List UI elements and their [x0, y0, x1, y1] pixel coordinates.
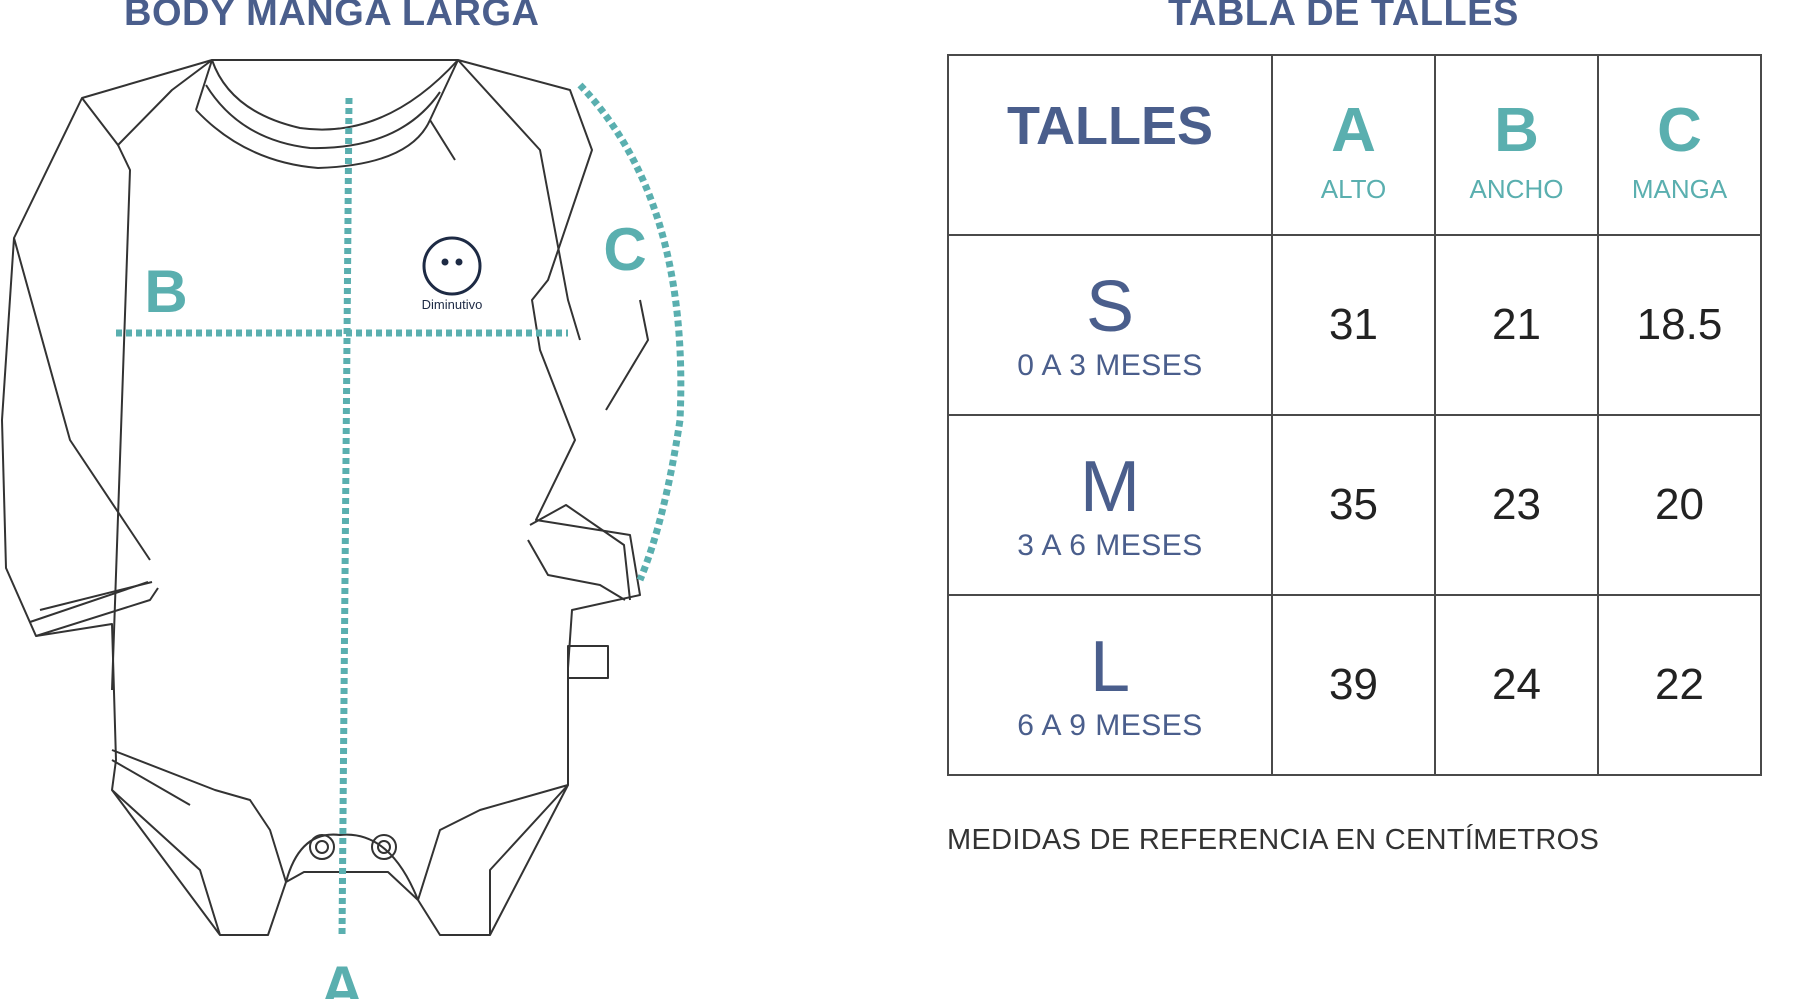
value-c: 18.5 [1597, 234, 1762, 416]
size-cell: S 0 A 3 MESES [947, 234, 1273, 416]
smiley-face-icon [422, 236, 482, 296]
label-b: B [144, 258, 187, 325]
value-c: 20 [1597, 414, 1762, 596]
header-letter-a: A [1331, 95, 1376, 165]
size-range: 3 A 6 MESES [1017, 529, 1203, 562]
header-name-c: MANGA [1631, 173, 1728, 204]
bodysuit-diagram: Diminutivo A B C [1, 59, 685, 999]
header-sizes-cell: TALLES [947, 54, 1273, 236]
size-range: 0 A 3 MESES [1017, 349, 1203, 382]
value-b: 21 [1434, 234, 1599, 416]
logo-text: Diminutivo [422, 297, 483, 312]
body-title: BODY MANGA LARGA [124, 0, 540, 34]
table-row: L 6 A 9 MESES 39 24 22 [947, 594, 1762, 776]
value-a: 31 [1271, 234, 1436, 416]
header-col-b: B ANCHO [1434, 54, 1599, 236]
header-name-b: ANCHO [1469, 173, 1564, 204]
header-col-a: A ALTO [1271, 54, 1436, 236]
value-a: 35 [1271, 414, 1436, 596]
table-row: S 0 A 3 MESES 31 21 18.5 [947, 234, 1762, 416]
snap-buttons [309, 834, 397, 860]
table-header-row: TALLES A ALTO B ANCHO C MANGA [947, 54, 1762, 236]
size-letter: M [1080, 447, 1140, 527]
value-b: 23 [1434, 414, 1599, 596]
measure-line-a [338, 97, 353, 939]
value-b: 24 [1434, 594, 1599, 776]
bodysuit-outline [1, 59, 649, 936]
table-row: M 3 A 6 MESES 35 23 20 [947, 414, 1762, 596]
size-letter: S [1085, 267, 1135, 347]
size-range: 6 A 9 MESES [1017, 709, 1203, 742]
header-letter-c: C [1657, 95, 1702, 165]
reference-note: MEDIDAS DE REFERENCIA EN CENTÍMETROS [947, 824, 1600, 856]
header-name-a: ALTO [1320, 173, 1387, 204]
label-a: A [320, 954, 363, 999]
value-a: 39 [1271, 594, 1436, 776]
size-table: TALLES A ALTO B ANCHO C MANGA S 0 A 3 ME… [947, 54, 1762, 776]
value-c: 22 [1597, 594, 1762, 776]
header-letter-b: B [1494, 95, 1539, 165]
header-sizes-label: TALLES [1007, 96, 1213, 156]
label-c: C [603, 216, 646, 283]
table-title: TABLA DE TALLES [1168, 0, 1519, 34]
size-cell: L 6 A 9 MESES [947, 594, 1273, 776]
header-col-c: C MANGA [1597, 54, 1762, 236]
measurement-lines [116, 82, 685, 939]
size-letter: L [1089, 627, 1131, 707]
logo: Diminutivo [422, 236, 483, 312]
size-cell: M 3 A 6 MESES [947, 414, 1273, 596]
measure-line-c [577, 82, 685, 582]
